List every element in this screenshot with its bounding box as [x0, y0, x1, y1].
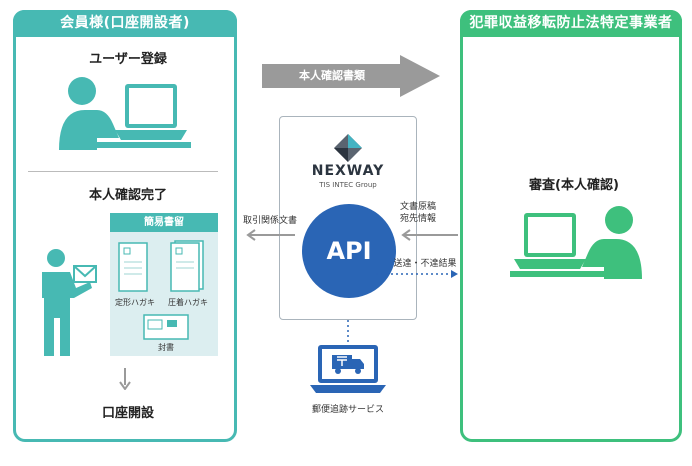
delivery-result-arrow-icon [376, 270, 458, 278]
api-circle: API [302, 204, 396, 298]
review-label: 審査(本人確認) [529, 178, 619, 193]
manuscript-label: 文書原稿 [400, 202, 437, 212]
postal-tracking-label: 郵便追跡サービス [311, 405, 384, 415]
registered-mail-title: 簡易書留 [110, 213, 218, 232]
nexway-logo-text: NEXWAY [311, 163, 385, 179]
document-flow-arrow [262, 55, 440, 97]
address-info-label: 宛先情報 [400, 214, 437, 224]
sealed-postcard-icon [170, 240, 204, 292]
identity-documents-label: 本人確認書類 [299, 69, 365, 82]
person-with-mail-icon [42, 249, 97, 356]
standard-postcard-label: 定形ハガキ [115, 298, 155, 307]
transaction-documents-label: 取引関係文書 [242, 216, 297, 226]
divider [28, 171, 218, 172]
user-registration-label: ユーザー登録 [89, 52, 167, 67]
identity-complete-label: 本人確認完了 [88, 188, 167, 203]
envelope-label: 封書 [158, 343, 174, 352]
sealed-postcard-label: 圧着ハガキ [168, 298, 208, 307]
delivery-result-label: 送達・不達結果 [393, 259, 457, 269]
left-arrow-icon [246, 229, 295, 241]
person-at-laptop-icon [59, 77, 191, 150]
member-panel-title: 会員様(口座開設者) [13, 10, 237, 37]
standard-postcard-icon [118, 242, 148, 292]
postal-tracking-laptop-icon [310, 345, 386, 393]
inbound-arrow-icon [401, 229, 458, 241]
business-panel-title: 犯罪収益移転防止法特定事業者 [460, 10, 682, 37]
account-opening-label: 口座開設 [101, 406, 154, 421]
nexway-group-text: TIS INTEC Group [319, 181, 377, 189]
nexway-logo-icon [334, 134, 362, 162]
envelope-icon [143, 314, 189, 340]
down-arrow-icon [119, 368, 131, 390]
reviewer-at-laptop-icon [510, 206, 642, 279]
postal-connection-line [347, 320, 349, 346]
